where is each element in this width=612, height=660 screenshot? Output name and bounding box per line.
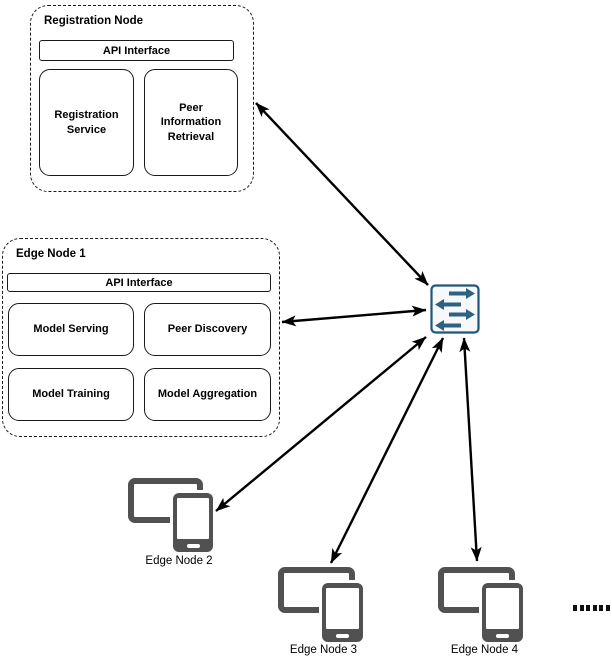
- registration-api-interface-box: API Interface: [39, 40, 234, 61]
- phone-homebar: [186, 544, 200, 548]
- dot: [605, 605, 610, 611]
- model-serving-label: Model Serving: [33, 323, 109, 336]
- dot: [592, 605, 597, 611]
- dot: [599, 605, 603, 611]
- phone-screen: [326, 588, 359, 629]
- edge-node-2-label: Edge Node 2: [145, 555, 213, 567]
- phone-icon: [322, 583, 363, 642]
- edge-node-1-group: Edge Node 1 API Interface Model Serving …: [2, 238, 280, 437]
- peer-information-retrieval-label: Peer Information Retrieval: [160, 102, 222, 143]
- dot: [573, 605, 577, 611]
- registration-service-label: Registration Service: [54, 109, 119, 136]
- edge-node-1-title: Edge Node 1: [16, 248, 86, 260]
- registration-node-title: Registration Node: [44, 15, 144, 27]
- registration-api-interface-label: API Interface: [102, 44, 171, 57]
- edge-node-1-api-interface-label: API Interface: [105, 276, 173, 289]
- phone-icon: [482, 583, 523, 642]
- phone-screen: [486, 588, 519, 629]
- arrow-edge-node-4-switch: [459, 337, 482, 562]
- registration-node-group: Registration Node API Interface Registra…: [30, 5, 254, 192]
- phone-icon: [173, 493, 213, 552]
- model-aggregation-box: Model Aggregation: [144, 368, 271, 421]
- peer-discovery-label: Peer Discovery: [167, 323, 248, 336]
- peer-discovery-box: Peer Discovery: [144, 303, 271, 356]
- arrow-registration-node-switch: [255, 102, 429, 286]
- phone-screen: [177, 498, 209, 539]
- phone-homebar: [496, 634, 509, 638]
- network-switch-icon: [430, 284, 480, 339]
- edge-node-3-label: Edge Node 3: [289, 644, 358, 656]
- registration-service-box: Registration Service: [39, 69, 134, 176]
- model-aggregation-label: Model Aggregation: [157, 388, 258, 401]
- model-training-label: Model Training: [32, 388, 110, 401]
- phone-homebar: [336, 634, 349, 638]
- model-training-box: Model Training: [8, 368, 134, 421]
- peer-information-retrieval-box: Peer Information Retrieval: [144, 69, 238, 176]
- switch-glyph: [430, 284, 480, 334]
- arrow-edge-node-1-switch: [281, 305, 427, 327]
- arrow-edge-node-3-switch: [329, 337, 445, 564]
- edge-node-1-api-interface-box: API Interface: [7, 273, 271, 292]
- model-serving-box: Model Serving: [8, 303, 134, 356]
- dot: [586, 605, 590, 611]
- edge-node-4-label: Edge Node 4: [450, 644, 519, 656]
- more-nodes-ellipsis: [573, 605, 610, 611]
- dot: [579, 605, 584, 611]
